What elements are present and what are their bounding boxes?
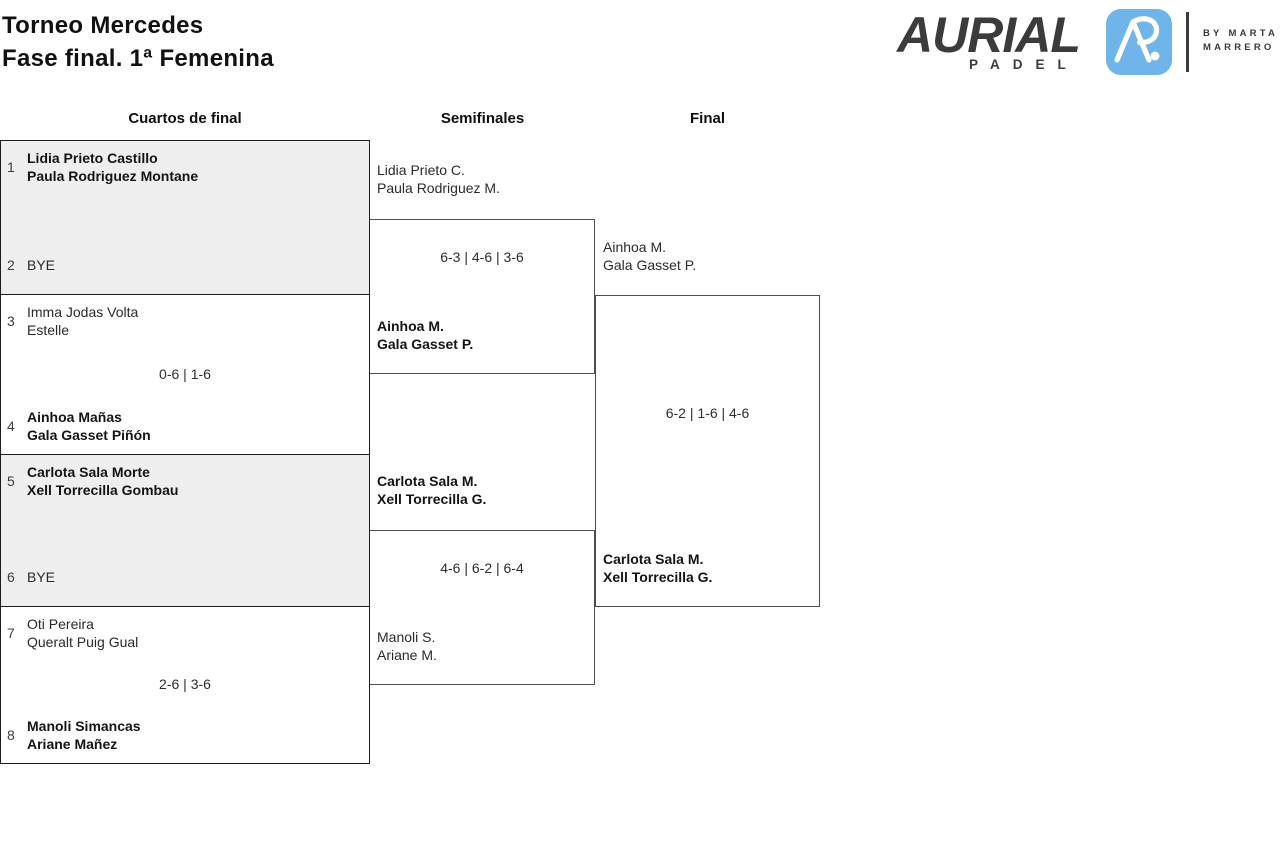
team-names: BYE xyxy=(27,568,55,586)
team-name-line: Oti Pereira xyxy=(27,616,94,632)
match-score: 0-6 | 1-6 xyxy=(159,365,211,382)
team-name-line: Carlota Sala Morte xyxy=(27,464,150,480)
final-score: 6-2 | 1-6 | 4-6 xyxy=(665,405,750,421)
team-name-line: BYE xyxy=(27,569,56,585)
team-names: Carlota Sala Morte Xell Torrecilla Gomba… xyxy=(27,463,178,499)
sf2-connector-box: 4-6 | 6-2 | 6-4 Manoli S. Ariane M. xyxy=(370,530,595,685)
sf2-team-top: Carlota Sala M. Xell Torrecilla G. xyxy=(377,472,486,508)
team-name-line: Ainhoa Mañas xyxy=(27,409,122,425)
team-name-line: Ariane Mañez xyxy=(27,736,118,752)
team-name-line: BYE xyxy=(27,257,56,273)
team-name-line: Gala Gasset P. xyxy=(603,257,697,273)
team-name-line: Xell Torrecilla G. xyxy=(377,491,487,507)
team-name-line: Imma Jodas Volta xyxy=(27,304,139,320)
score-slot xyxy=(1,499,369,568)
logo-byline: BY MARTA MARRERO xyxy=(1203,27,1278,54)
byline-name-1: MARTA xyxy=(1228,28,1279,39)
team-name-line: Manoli Simancas xyxy=(27,718,141,734)
seed-number: 8 xyxy=(7,727,15,743)
sf2-score: 4-6 | 6-2 | 6-4 xyxy=(440,560,524,576)
sf1-connector-box: 6-3 | 4-6 | 3-6 Ainhoa M. Gala Gasset P. xyxy=(370,219,595,374)
aurial-a-mark-icon xyxy=(1106,9,1172,75)
logo-divider xyxy=(1186,12,1189,72)
qf-match-3: 5 Carlota Sala Morte Xell Torrecilla Gom… xyxy=(1,454,369,606)
team-name-line: Xell Torrecilla Gombau xyxy=(27,482,179,498)
score-slot xyxy=(1,185,369,256)
team-row: 8 Manoli Simancas Ariane Mañez xyxy=(1,717,369,763)
qf-match-1: 1 Lidia Prieto Castillo Paula Rodriguez … xyxy=(1,141,369,294)
round-header-semifinales: Semifinales xyxy=(440,110,525,127)
team-name-line: Gala Gasset P. xyxy=(377,336,474,352)
team-names: Oti Pereira Queralt Puig Gual xyxy=(27,615,138,651)
logo-wordmark-sub: PADEL xyxy=(969,57,1079,72)
title-line-2: Fase final. 1ª Femenina xyxy=(2,45,274,72)
team-names: Manoli Simancas Ariane Mañez xyxy=(27,717,141,753)
title-line-1: Torneo Mercedes xyxy=(2,12,204,39)
team-row: 4 Ainhoa Mañas Gala Gasset Piñón xyxy=(1,408,369,454)
team-name-line: Ariane M. xyxy=(377,647,437,663)
team-name-line: Gala Gasset Piñón xyxy=(27,427,151,443)
seed-number: 5 xyxy=(7,473,15,489)
team-names: Lidia Prieto Castillo Paula Rodriguez Mo… xyxy=(27,149,198,185)
round-header-cuartos: Cuartos de final xyxy=(128,110,242,127)
team-name-line: Manoli S. xyxy=(377,629,436,645)
byline-name-2: MARRERO xyxy=(1203,41,1275,53)
seed-number: 6 xyxy=(7,569,15,585)
round-header-final: Final xyxy=(689,110,725,127)
team-name-line: Xell Torrecilla G. xyxy=(603,569,713,585)
quarterfinals-column: 1 Lidia Prieto Castillo Paula Rodriguez … xyxy=(0,140,370,764)
tournament-title: Torneo Mercedes Fase final. 1ª Femenina xyxy=(2,9,274,75)
score-slot: 0-6 | 1-6 xyxy=(1,339,369,408)
final-connector-box: 6-2 | 1-6 | 4-6 Carlota Sala M. Xell Tor… xyxy=(595,295,820,607)
sf1-team-top: Lidia Prieto C. Paula Rodriguez M. xyxy=(377,161,500,197)
team-row: 1 Lidia Prieto Castillo Paula Rodriguez … xyxy=(1,141,369,185)
sf2-team-bottom: Manoli S. Ariane M. xyxy=(377,628,437,664)
team-name-line: Carlota Sala M. xyxy=(603,551,704,567)
match-score: 2-6 | 3-6 xyxy=(159,676,211,692)
team-name-line: Estelle xyxy=(27,322,70,338)
team-name-line: Paula Rodriguez Montane xyxy=(27,168,199,184)
logo-wordmark: AURIAL xyxy=(897,7,1081,63)
team-name-line: Ainhoa M. xyxy=(603,239,667,255)
seed-number: 3 xyxy=(7,313,15,329)
team-name-line: Lidia Prieto Castillo xyxy=(27,150,158,166)
qf-match-4: 7 Oti Pereira Queralt Puig Gual 2-6 | 3-… xyxy=(1,606,369,763)
seed-number: 1 xyxy=(7,159,15,175)
team-row: 7 Oti Pereira Queralt Puig Gual xyxy=(1,607,369,651)
seed-number: 7 xyxy=(7,625,15,641)
team-names: Ainhoa Mañas Gala Gasset Piñón xyxy=(27,408,151,444)
score-slot: 2-6 | 3-6 xyxy=(1,651,369,717)
sf1-score: 6-3 | 4-6 | 3-6 xyxy=(440,249,524,265)
team-name-line: Paula Rodriguez M. xyxy=(377,180,500,196)
team-row: 5 Carlota Sala Morte Xell Torrecilla Gom… xyxy=(1,455,369,499)
byline-prefix: BY xyxy=(1203,28,1223,39)
team-name-line: Ainhoa M. xyxy=(377,318,444,334)
team-names: Imma Jodas Volta Estelle xyxy=(27,303,138,339)
team-row: 2 BYE xyxy=(1,256,369,294)
team-row: 3 Imma Jodas Volta Estelle xyxy=(1,295,369,339)
team-name-line: Carlota Sala M. xyxy=(377,473,478,489)
team-name-line: Lidia Prieto C. xyxy=(377,162,465,178)
byline-line-1: BY MARTA xyxy=(1203,27,1278,41)
final-team-bottom: Carlota Sala M. Xell Torrecilla G. xyxy=(603,550,712,586)
seed-number: 4 xyxy=(7,418,15,434)
team-names: BYE xyxy=(27,256,55,274)
sf1-team-bottom: Ainhoa M. Gala Gasset P. xyxy=(377,317,473,353)
seed-number: 2 xyxy=(7,257,15,273)
final-team-top: Ainhoa M. Gala Gasset P. xyxy=(603,238,696,274)
team-name-line: Queralt Puig Gual xyxy=(27,634,139,650)
team-row: 6 BYE xyxy=(1,568,369,606)
qf-match-2: 3 Imma Jodas Volta Estelle 0-6 | 1-6 4 A… xyxy=(1,294,369,454)
